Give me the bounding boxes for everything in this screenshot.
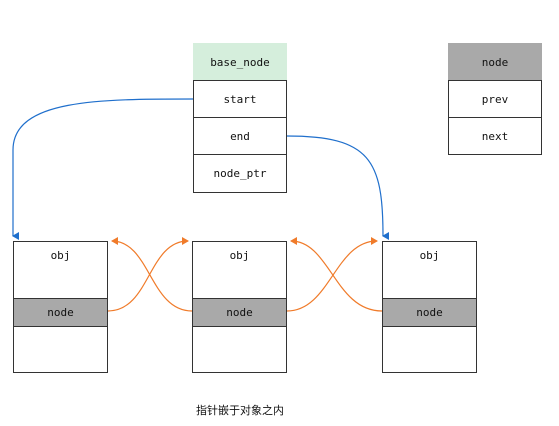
object-node-field: node — [382, 298, 477, 327]
object-label: obj — [192, 241, 287, 299]
node-legend-title: node — [448, 43, 542, 81]
object-tail — [13, 326, 108, 373]
object-tail — [192, 326, 287, 373]
base-node-field-node-ptr: node_ptr — [193, 154, 287, 193]
object-node-field: node — [192, 298, 287, 327]
base-node-title: base_node — [193, 43, 287, 81]
node-legend-field-next: next — [448, 117, 542, 155]
next-link-2-to-3 — [286, 237, 378, 312]
node-legend-field-prev: prev — [448, 80, 542, 118]
base-node-field-end: end — [193, 117, 287, 155]
object-tail — [382, 326, 477, 373]
end-pointer-arrow — [286, 135, 390, 240]
base-node-field-start: start — [193, 80, 287, 118]
prev-link-3-to-2 — [290, 237, 383, 312]
start-pointer-arrow — [12, 98, 194, 240]
object-node-field: node — [13, 298, 108, 327]
object-label: obj — [13, 241, 108, 299]
next-link-1-to-2 — [107, 237, 189, 312]
diagram-caption: 指针嵌于对象之内 — [196, 404, 284, 417]
object-label: obj — [382, 241, 477, 299]
prev-link-2-to-1 — [111, 237, 193, 312]
